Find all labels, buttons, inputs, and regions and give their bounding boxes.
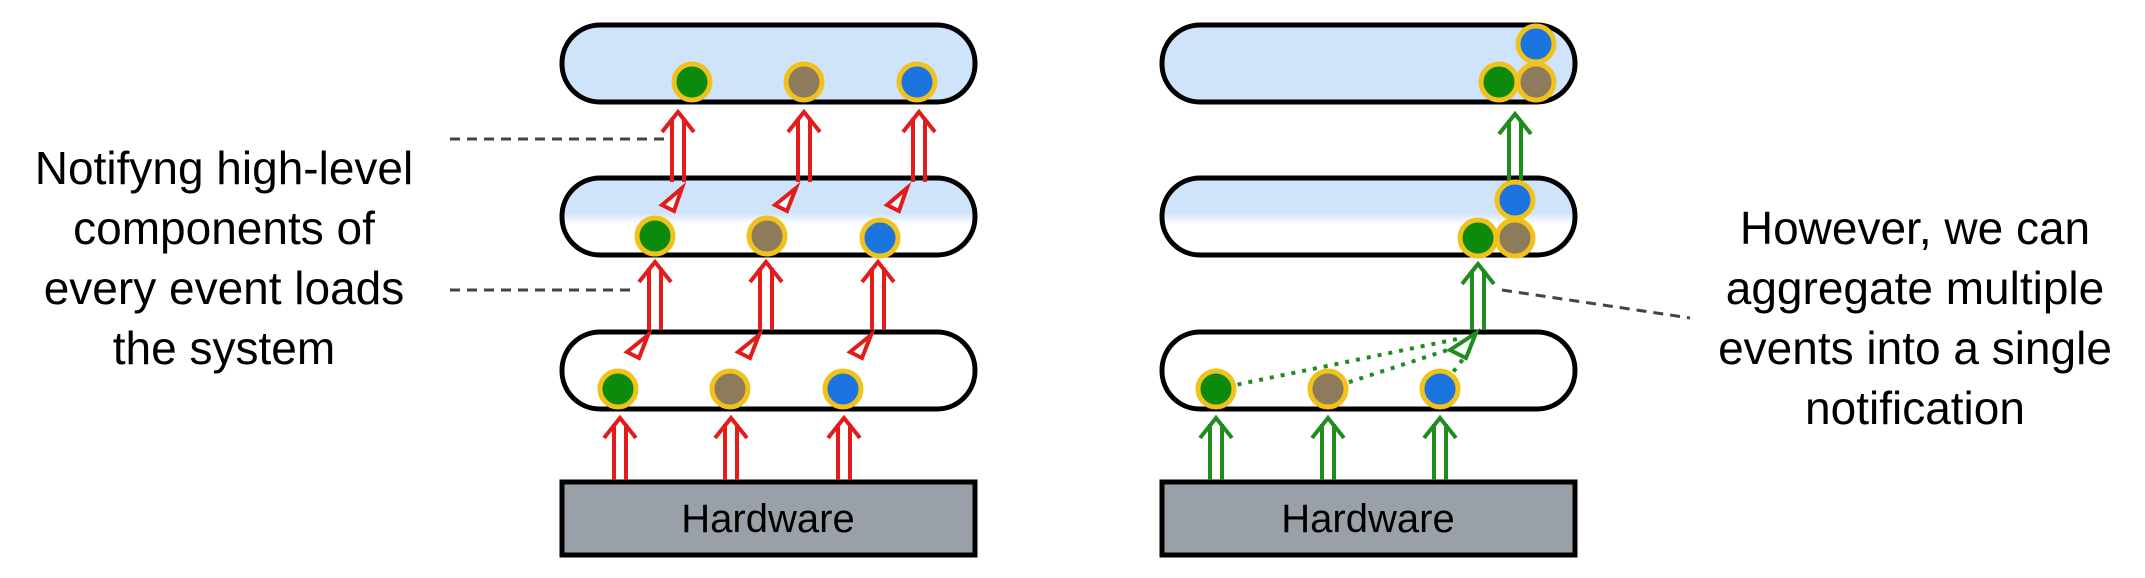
- right-panel: Hardware: [1159, 22, 1691, 558]
- event-brown: [1307, 368, 1349, 410]
- caption-notifying-every-event: Notifyng high-level components of every …: [34, 142, 414, 374]
- left-hardware-label: Hardware: [681, 497, 854, 541]
- event-green: [1478, 61, 1520, 103]
- right-bottom-layer: [1159, 329, 1578, 412]
- left-events-middle: [634, 215, 901, 259]
- event-brown: [1515, 61, 1557, 103]
- right-arrows-aggregated: [1460, 110, 1533, 330]
- event-green: [1195, 368, 1237, 410]
- event-green: [634, 215, 676, 257]
- left-diagonal-arrowheads: [623, 181, 912, 361]
- left-events-top: [671, 61, 938, 103]
- right-leader-line: [1501, 288, 1691, 320]
- right-events-top: [1478, 23, 1557, 103]
- left-hardware-block: [559, 479, 978, 558]
- event-brown: [709, 368, 751, 410]
- left-arrows-col-1: [602, 108, 696, 480]
- event-brown: [783, 61, 825, 103]
- right-top-layer: [1159, 22, 1578, 105]
- event-green: [671, 61, 713, 103]
- left-panel: Hardware: [450, 22, 978, 558]
- right-aggregation-arrowhead: [1445, 327, 1481, 361]
- left-bottom-layer: [559, 329, 978, 412]
- event-brown: [746, 215, 788, 257]
- left-events-bottom: [597, 368, 864, 410]
- caption-aggregate-events: However, we can aggregate multiple event…: [1718, 202, 2112, 434]
- event-green: [597, 368, 639, 410]
- event-blue: [1494, 179, 1536, 221]
- right-hardware-block: [1159, 479, 1578, 558]
- right-hardware-label: Hardware: [1281, 497, 1454, 541]
- event-blue: [896, 61, 938, 103]
- right-events-bottom: [1195, 368, 1461, 410]
- event-blue: [859, 217, 901, 259]
- event-green: [1457, 217, 1499, 259]
- right-aggregation-dotted-lines: [1215, 336, 1472, 391]
- event-blue: [822, 368, 864, 410]
- event-brown: [1494, 217, 1536, 259]
- event-blue: [1419, 368, 1461, 410]
- left-arrows-col-2: [713, 108, 822, 480]
- left-arrows-col-3: [826, 108, 937, 480]
- event-blue: [1515, 23, 1557, 65]
- right-arrows-hardware: [1198, 414, 1458, 480]
- left-top-layer: [559, 22, 978, 105]
- right-events-middle: [1457, 179, 1536, 259]
